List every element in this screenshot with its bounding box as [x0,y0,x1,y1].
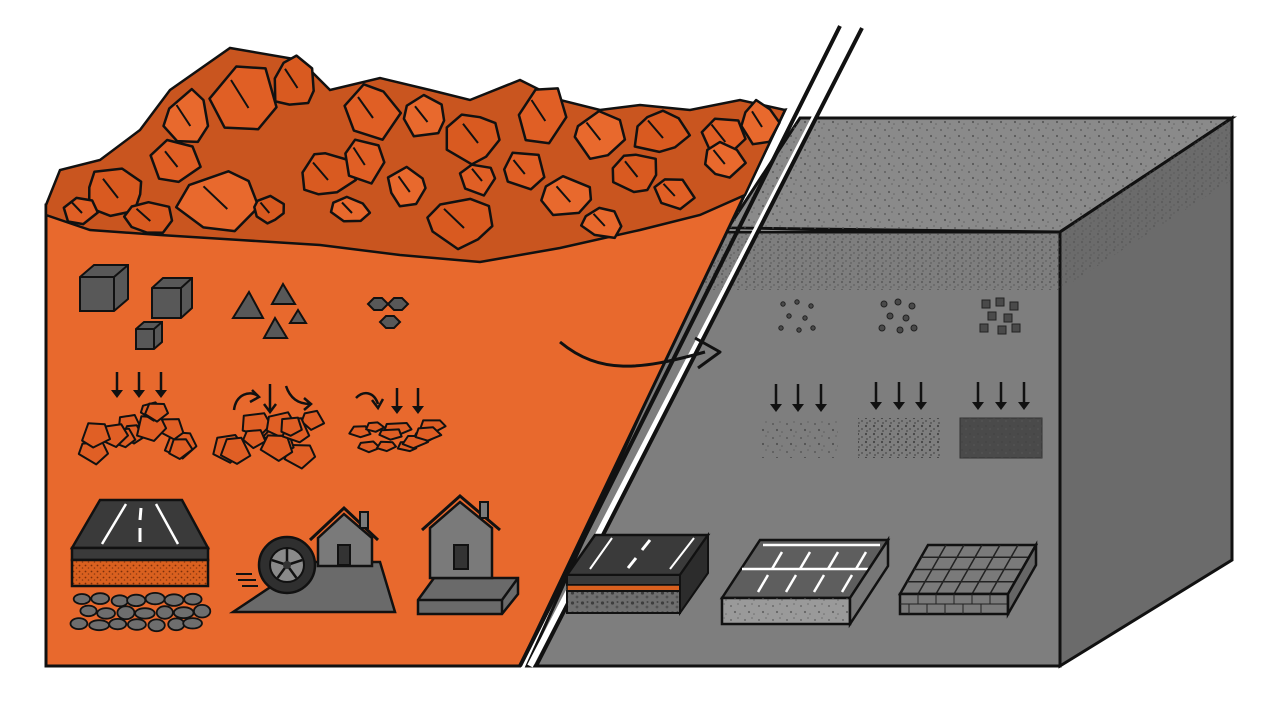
asphalt-road-slab-icon [567,535,708,613]
road-base-cross-section-icon [71,500,211,631]
